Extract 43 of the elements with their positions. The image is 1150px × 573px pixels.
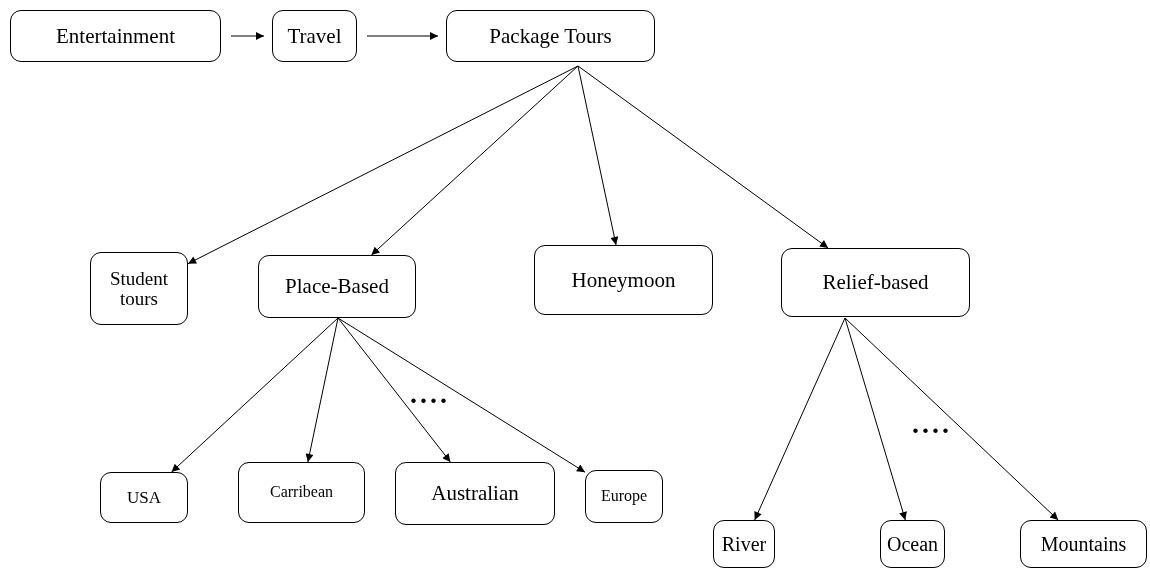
arrow	[366, 32, 439, 40]
arrow	[230, 32, 265, 40]
node-label: Package Tours	[489, 24, 612, 47]
arrow	[337, 317, 451, 463]
rounded-box	[534, 245, 713, 315]
arrow	[577, 65, 619, 246]
rounded-box	[1020, 520, 1147, 568]
node-label: Australian	[431, 482, 519, 505]
node-label: Europe	[600, 488, 648, 505]
node-label: Travel	[287, 24, 342, 47]
node-label: River	[721, 533, 767, 555]
node-label: Mountains	[1040, 533, 1127, 555]
node-label: Entertainment	[56, 24, 175, 47]
rounded-box	[100, 472, 188, 523]
rounded-box	[90, 252, 188, 325]
arrow	[187, 65, 579, 265]
arrow	[305, 317, 339, 463]
rounded-box	[880, 520, 945, 568]
node-label: USA	[127, 488, 161, 507]
ellipsis-dots: ....	[912, 410, 952, 438]
arrow	[171, 317, 339, 473]
rounded-box	[272, 10, 357, 62]
node-label: Ocean	[886, 533, 939, 555]
arrow	[370, 65, 579, 256]
node-label: Carribean	[269, 484, 334, 501]
arrow	[577, 65, 829, 249]
arrow	[844, 317, 907, 521]
node-label: Student tours	[108, 268, 170, 309]
node-label: Relief-based	[822, 271, 929, 294]
arrow	[754, 317, 846, 521]
rounded-box	[781, 248, 970, 317]
ellipsis-dots: ....	[410, 380, 450, 408]
rounded-box	[585, 470, 663, 523]
rounded-box	[395, 462, 555, 525]
rounded-box	[713, 520, 775, 568]
arrow	[337, 317, 586, 473]
rounded-box	[10, 10, 221, 62]
rounded-box	[446, 10, 655, 62]
arrow	[844, 317, 1059, 521]
rounded-box	[258, 255, 416, 318]
node-label: Honeymoon	[571, 268, 676, 291]
rounded-box	[238, 462, 365, 523]
node-label: Place-Based	[285, 275, 389, 298]
